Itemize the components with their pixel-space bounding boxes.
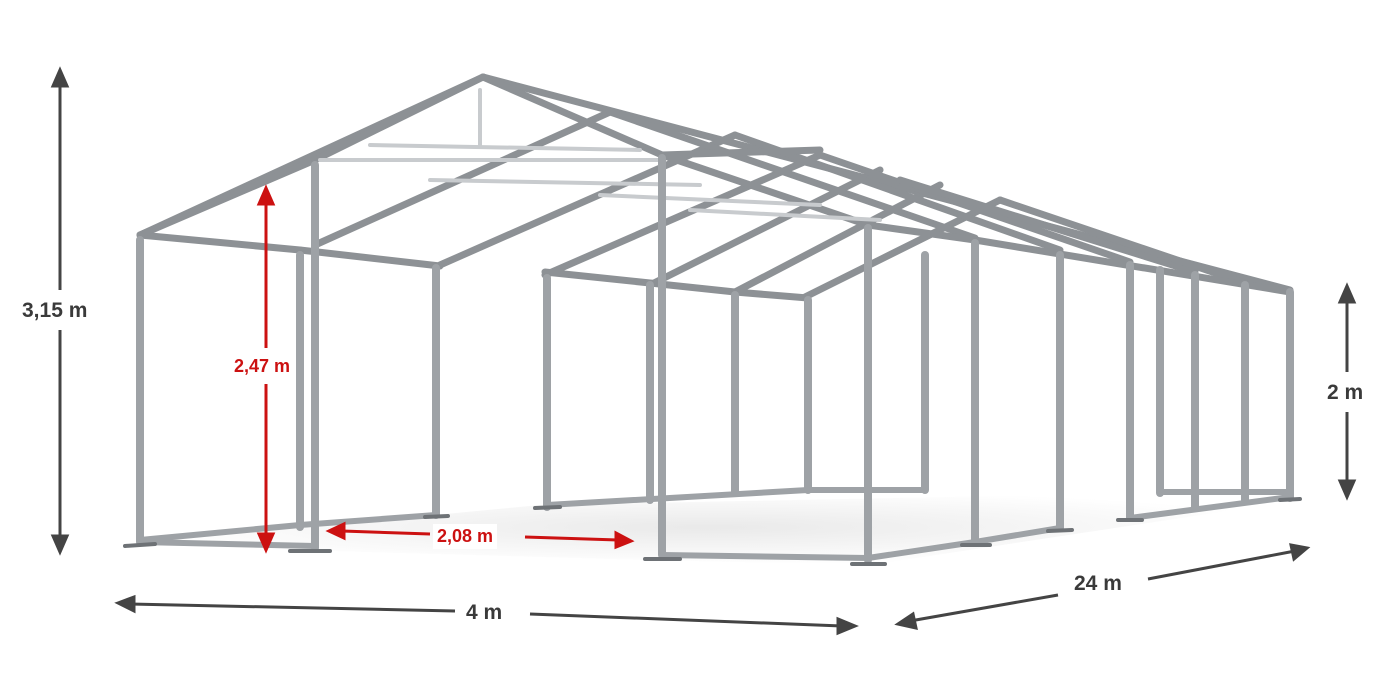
right-side-height-label: 2 m [1327,381,1364,404]
total-height-label: 3,15 m [22,299,88,322]
length-label: 24 m [1074,572,1122,595]
dimension-arrows [50,66,1357,636]
tent-frame [123,73,1302,566]
bay-spacing-arrow [341,529,431,536]
bay-spacing-label: 2,08 m [433,524,498,549]
highlight-arrows [256,184,635,554]
ground-shadow [120,490,1300,565]
width-label: 4 m [466,601,503,624]
length-arrow [909,593,1059,623]
side-height-label: 2,47 m [230,354,295,379]
width-arrow [129,602,456,613]
